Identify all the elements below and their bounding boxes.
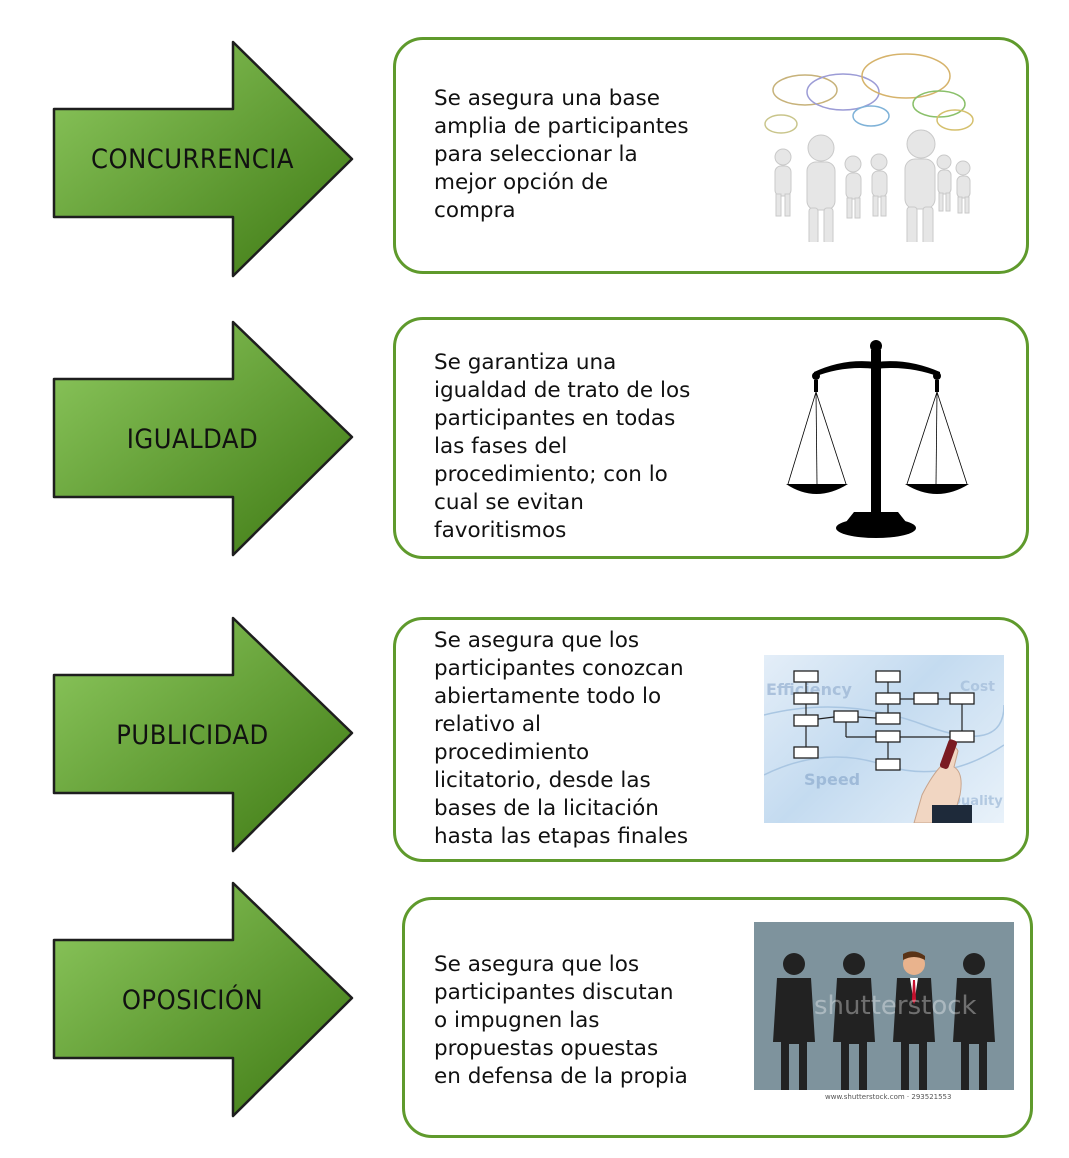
businessmen-team-image: shutterstock (754, 922, 1014, 1090)
image-word-cost: Cost (960, 679, 995, 695)
principle-description: Se garantiza una igualdad de trato de lo… (434, 350, 691, 543)
balance-scale-icon (784, 336, 969, 541)
flowchart-drawing-photo: Efficiency Cost Speed Quality (764, 655, 1004, 823)
principle-card-igualdad: Se garantiza una igualdad de trato de lo… (393, 317, 1029, 559)
image-word-efficiency: Efficiency (766, 680, 852, 699)
arrow-shape-publicidad: PUBLICIDAD (50, 615, 356, 855)
principle-description: Se asegura que los participantes discuta… (434, 952, 688, 1089)
image-caption: www.shutterstock.com · 293521553 (825, 1093, 952, 1101)
principle-title: PUBLICIDAD (116, 719, 269, 751)
arrow-shape-igualdad: IGUALDAD (50, 319, 356, 559)
principle-title: OPOSICIÓN (121, 984, 264, 1016)
arrow-shape-concurrencia: CONCURRENCIA (50, 39, 356, 279)
principle-title: CONCURRENCIA (90, 143, 294, 175)
people-speech-bubbles-icon (761, 52, 981, 246)
principle-description: Se asegura que los participantes conozca… (434, 628, 689, 849)
principle-card-oposicion: Se asegura que los participantes discuta… (402, 897, 1033, 1138)
principle-card-publicidad: Se asegura que los participantes conozca… (393, 617, 1029, 862)
principle-card-concurrencia: Se asegura una base amplia de participan… (393, 37, 1029, 274)
image-word-speed: Speed (804, 770, 860, 789)
arrow-shape-oposicion: OPOSICIÓN (50, 880, 356, 1120)
principle-description: Se asegura una base amplia de participan… (434, 86, 689, 223)
principle-title: IGUALDAD (126, 423, 259, 455)
watermark-text: shutterstock (814, 991, 977, 1021)
